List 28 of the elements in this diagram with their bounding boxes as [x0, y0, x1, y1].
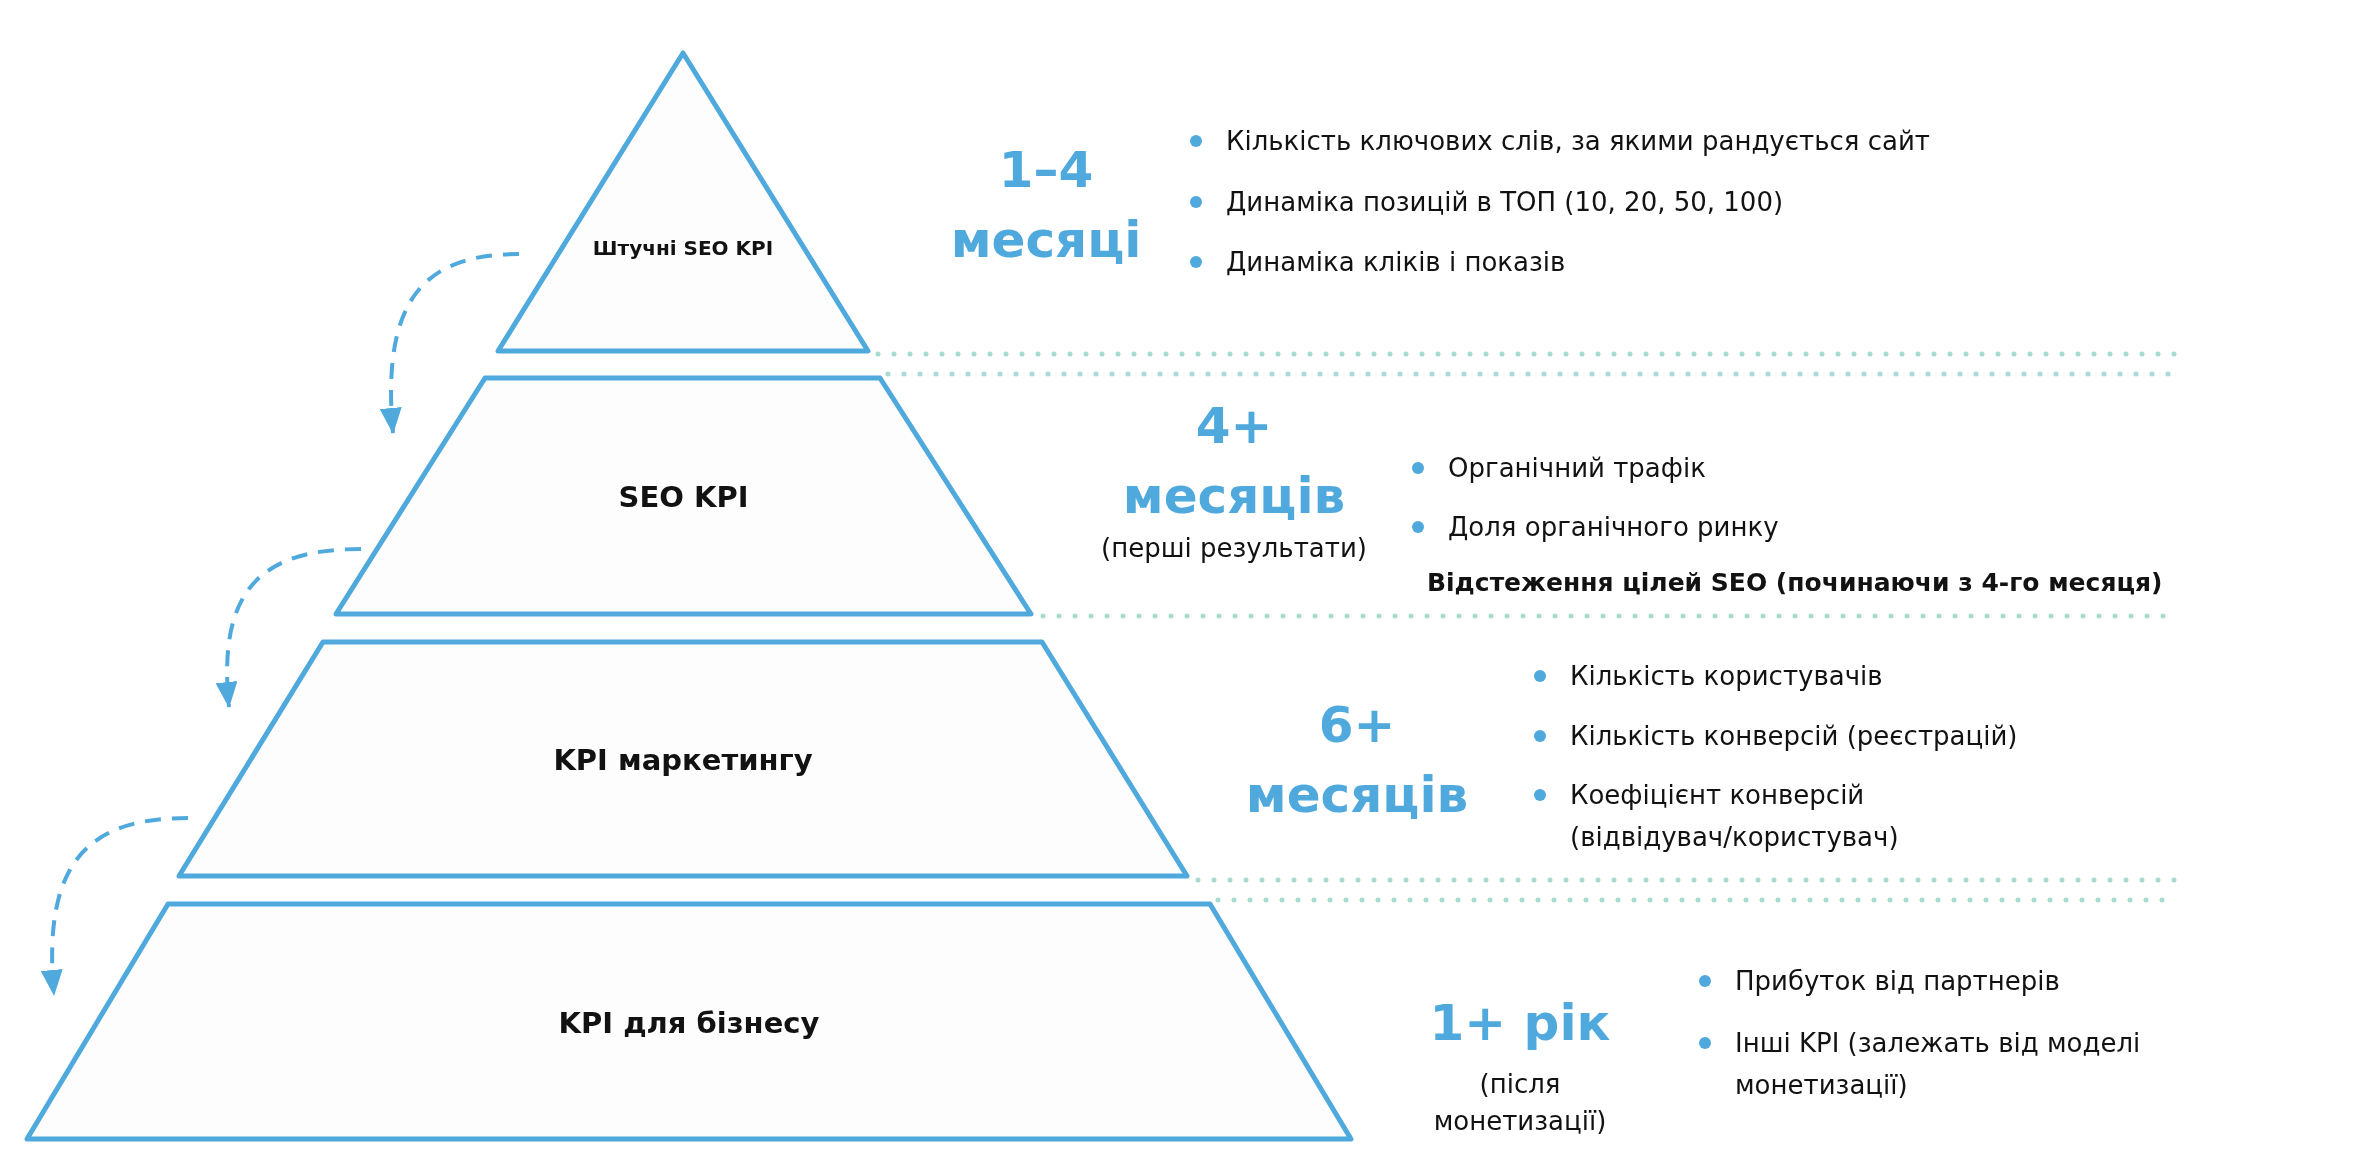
- kpi-item: Органічний трафік: [1448, 452, 1706, 485]
- pyramid-tier: [176, 639, 1190, 879]
- tier-label: Штучні SEO KPI: [592, 235, 774, 261]
- tier-label: KPI маркетингу: [553, 741, 813, 779]
- note-text: Відстеження цілей SEO (починаючи з 4-го месяця): [1427, 567, 2163, 599]
- kpi-item: Інші KPI (залежать від моделі монетизації): [1735, 1027, 2142, 1102]
- curved-arrow: [216, 547, 362, 708]
- kpi-item: Кількість користувачів: [1570, 660, 1883, 693]
- pyramid-tier: [495, 50, 871, 354]
- tier-label: SEO KPI: [618, 478, 749, 516]
- kpi-item: Кількість конверсій (реєстрацій): [1570, 720, 2018, 753]
- pyramid-tier: [24, 901, 1354, 1142]
- kpi-item: Коефіцієнт конверсій (відвідувач/користувач): [1570, 779, 1900, 854]
- kpi-item: Доля органічного ринку: [1448, 511, 1779, 544]
- pyramid-tier: [333, 375, 1034, 617]
- kpi-item: Динаміка кліків і показів: [1226, 246, 1566, 279]
- curved-arrow: [41, 816, 189, 996]
- duration-label: 4+ месяців: [1121, 396, 1347, 527]
- duration-label: 1–4 месяці: [949, 140, 1143, 271]
- kpi-item: Прибуток від партнерів: [1735, 965, 2060, 998]
- curved-arrow: [380, 252, 520, 434]
- duration-label: 6+ месяців: [1244, 695, 1470, 826]
- tier-label: KPI для бізнесу: [558, 1004, 820, 1042]
- kpi-item: Динаміка позицій в ТОП (10, 20, 50, 100): [1226, 186, 1784, 219]
- duration-label: 1+ рік: [1428, 993, 1612, 1054]
- note-text: (після монетизації): [1432, 1068, 1608, 1138]
- note-text: (перші результати): [1100, 532, 1368, 565]
- kpi-item: Кількість ключових слів, за якими рандується сайт: [1226, 125, 1930, 158]
